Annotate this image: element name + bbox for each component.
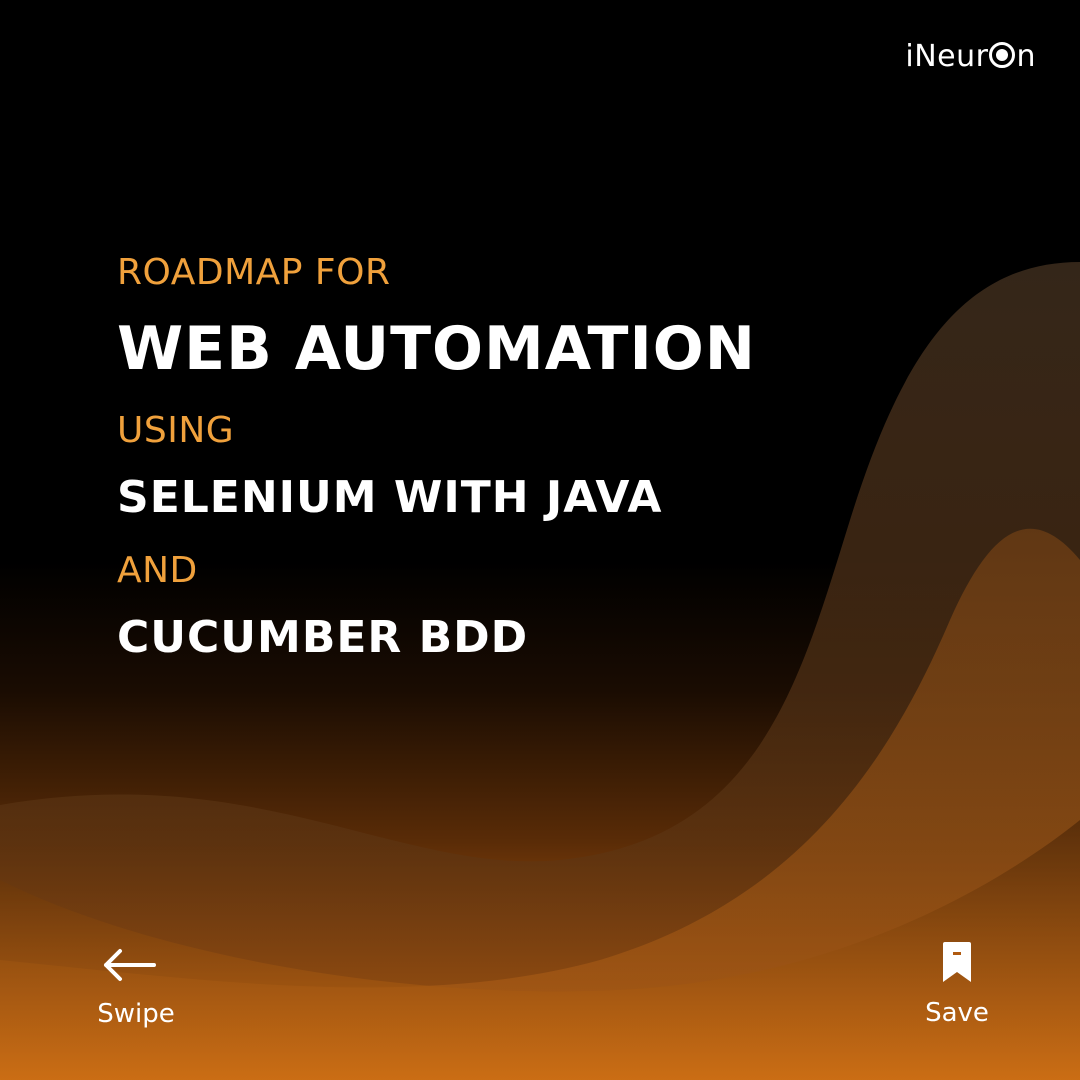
- headline-line-and: AND: [117, 550, 198, 591]
- arrow-left-icon: [104, 949, 156, 981]
- wave-middle: [0, 528, 1080, 1080]
- brand-name-prefix: iNeur: [905, 39, 989, 74]
- swipe-button[interactable]: Swipe: [86, 945, 186, 1029]
- wave-front: [0, 820, 1080, 1080]
- headline-line-roadmap: ROADMAP FOR: [117, 252, 391, 293]
- headline-line-cucumber: CUCUMBER BDD: [117, 612, 529, 663]
- save-label: Save: [925, 998, 989, 1028]
- save-button[interactable]: Save: [915, 940, 999, 1028]
- headline-line-web-automation: WEB AUTOMATION: [117, 314, 756, 384]
- brand-name-suffix: n: [1016, 39, 1036, 74]
- bookmark-icon: [943, 942, 971, 982]
- headline-line-using: USING: [117, 410, 235, 451]
- swipe-label: Swipe: [97, 999, 175, 1029]
- ring-o-icon: [989, 42, 1016, 68]
- headline-line-selenium: SELENIUM WITH JAVA: [117, 472, 663, 523]
